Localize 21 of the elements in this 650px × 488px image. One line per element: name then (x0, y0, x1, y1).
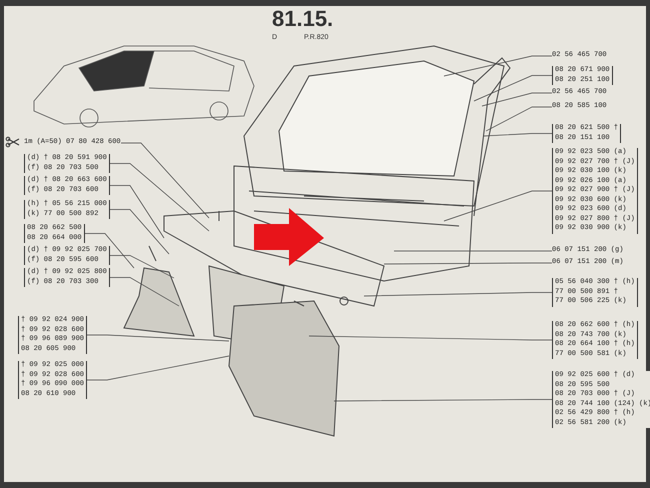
leader-line (110, 277, 180, 306)
leader-line (444, 190, 552, 222)
leader-line (86, 356, 230, 380)
leader-line (86, 334, 230, 342)
leader-line (486, 106, 552, 132)
leader-line (384, 262, 552, 264)
leader-line (308, 336, 552, 340)
leader-line (120, 142, 210, 218)
leader-line (482, 92, 552, 106)
leader-line (110, 209, 170, 254)
leader-line (110, 163, 210, 232)
leader-line (110, 185, 164, 238)
leader-line (364, 292, 552, 296)
leader-line (484, 133, 552, 136)
leader-line (394, 250, 552, 252)
leader-line (84, 233, 134, 268)
leader-line (334, 399, 552, 402)
leader-line (474, 75, 552, 102)
page-number: 81.15. (272, 6, 334, 32)
leader-line (444, 56, 552, 76)
leader-line (110, 255, 174, 278)
